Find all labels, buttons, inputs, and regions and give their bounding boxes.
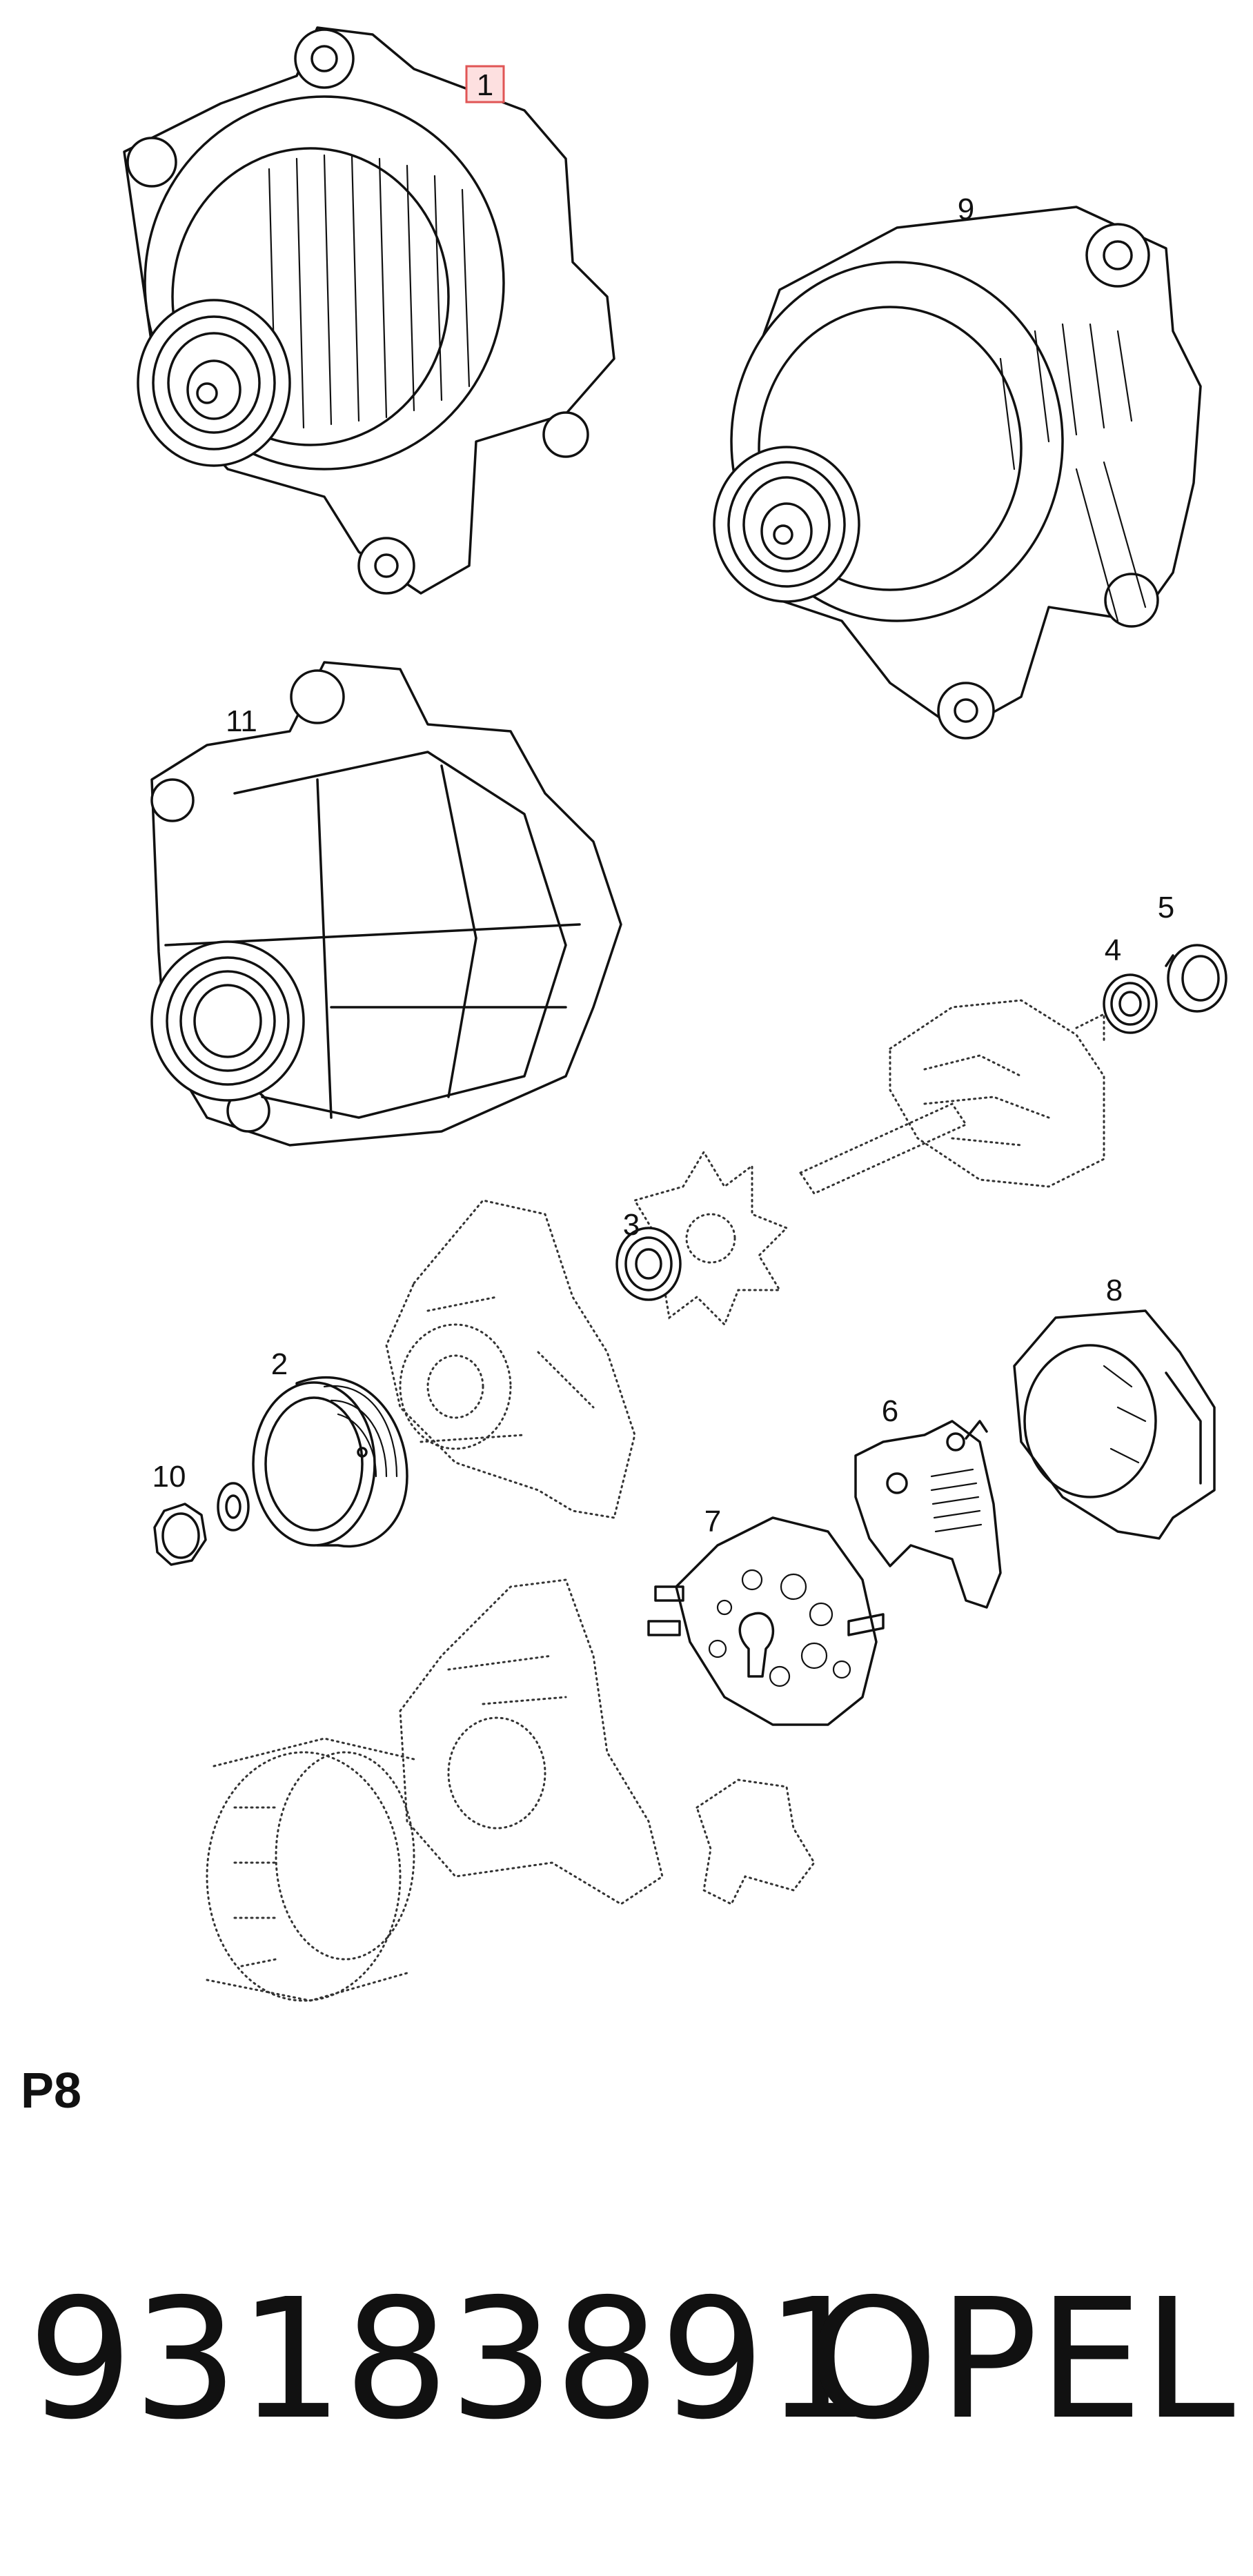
- part-9-alternator[interactable]: [713, 206, 1202, 740]
- dotted-rotor: [798, 999, 1105, 1195]
- callout-8[interactable]: 8: [1106, 1274, 1123, 1307]
- callout-10[interactable]: 10: [152, 1460, 186, 1494]
- brand-name: OPEL: [808, 2263, 1235, 2456]
- callout-1[interactable]: 1: [477, 68, 493, 102]
- dotted-bracket: [695, 1779, 816, 1906]
- part-1-alternator[interactable]: [123, 26, 615, 595]
- part-footer: 93183891 OPEL: [28, 2270, 1242, 2449]
- exploded-parts-diagram: 1 9 11: [123, 26, 1227, 2002]
- callout-7[interactable]: 7: [704, 1505, 721, 1538]
- part-5-snap-ring[interactable]: [1165, 944, 1227, 1013]
- dotted-stator: [206, 1737, 415, 2002]
- callout-4[interactable]: 4: [1105, 933, 1121, 967]
- part-7-plate[interactable]: [647, 1516, 885, 1726]
- part-6-regulator[interactable]: [854, 1420, 1002, 1609]
- dotted-rear-housing: [399, 1578, 664, 1905]
- callout-1-highlight: [465, 65, 505, 103]
- dotted-front-housing: [385, 1199, 636, 1519]
- section-label: P8: [21, 2063, 82, 2119]
- callout-11[interactable]: 11: [226, 704, 257, 738]
- part-4-bearing[interactable]: [1103, 973, 1158, 1034]
- part-2-pulley[interactable]: [252, 1376, 408, 1548]
- callout-3[interactable]: 3: [623, 1208, 640, 1242]
- part-11-alternator[interactable]: [150, 661, 622, 1147]
- callout-2[interactable]: 2: [271, 1347, 288, 1381]
- part-3-bearing[interactable]: [615, 1227, 682, 1301]
- part-10-nut-washer[interactable]: [153, 1482, 250, 1566]
- callout-6[interactable]: 6: [882, 1394, 898, 1428]
- part-number: 93183891: [28, 2263, 871, 2456]
- callout-9[interactable]: 9: [958, 192, 974, 226]
- callout-5[interactable]: 5: [1158, 891, 1174, 924]
- part-8-cover[interactable]: [1013, 1309, 1216, 1540]
